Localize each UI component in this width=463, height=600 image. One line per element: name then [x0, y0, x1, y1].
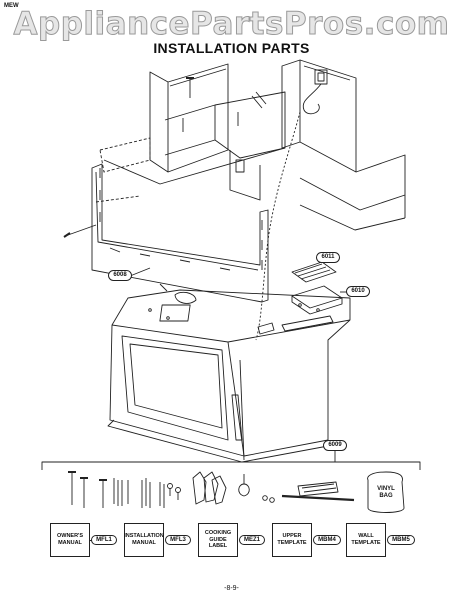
wall-outlet [255, 69, 328, 341]
code-mbm5: MBM5 [387, 535, 415, 545]
code-mez1: MEZ1 [239, 535, 265, 545]
model-code: MEW [4, 3, 19, 9]
kit-long-screws [68, 471, 165, 508]
doc-installation-manual: INSTALLATION MANUAL [124, 523, 164, 557]
callout-6008: 6008 [108, 270, 132, 281]
code-mfl3: MFL3 [165, 535, 191, 545]
callout-6009: 6009 [323, 440, 347, 451]
kit-small-hardware [167, 471, 355, 505]
wall-cabinets [99, 59, 406, 231]
vinyl-bag-label: VINYL BAG [377, 486, 395, 500]
doc-cooking-guide-label: COOKING GUIDE LABEL [198, 523, 238, 557]
callout-6011: 6011 [316, 252, 340, 263]
doc-wall-template: WALL TEMPLATE [346, 523, 386, 557]
callout-6010: 6010 [346, 286, 370, 297]
vinyl-bag [367, 471, 405, 513]
microwave-oven [107, 289, 351, 463]
filter-parts [291, 255, 350, 315]
kit-bracket [41, 461, 421, 470]
code-mfl1: MFL1 [91, 535, 117, 545]
mounting-frame [63, 163, 269, 303]
site-watermark: AppliancePartsPros.com [13, 6, 450, 43]
doc-owners-manual: OWNER'S MANUAL [50, 523, 90, 557]
code-mbm4: MBM4 [313, 535, 341, 545]
cabinet-screws [182, 77, 267, 132]
page-title: INSTALLATION PARTS [153, 40, 310, 56]
page-number: -8-9- [224, 585, 239, 592]
doc-upper-template: UPPER TEMPLATE [272, 523, 312, 557]
